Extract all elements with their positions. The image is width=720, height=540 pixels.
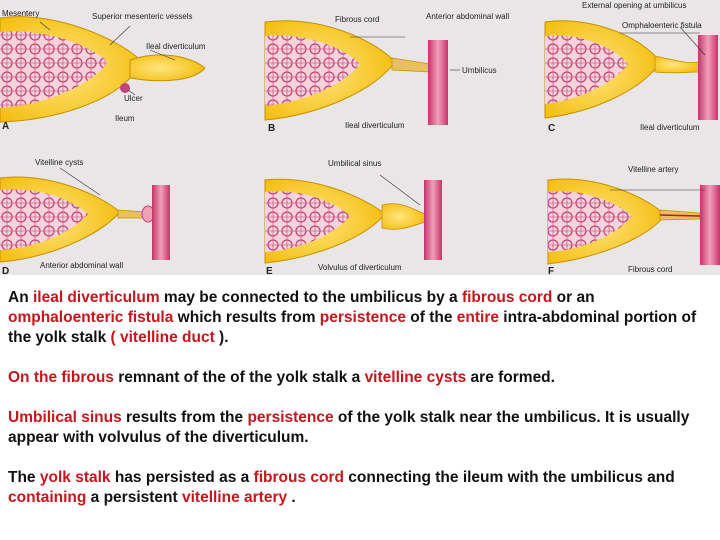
mesentery-vessels — [545, 35, 628, 105]
label-ileum: Ileum — [115, 114, 135, 123]
diverticulum-diagram: Mesentery Superior mesenteric vessels Il… — [0, 1, 720, 275]
text-run: which results from — [173, 309, 320, 326]
label-external-opening: External opening at umbilicus — [582, 1, 687, 10]
highlighted-term: vitelline cysts — [364, 369, 467, 386]
panel-letter-e: E — [266, 266, 273, 275]
text-run: or an — [552, 289, 595, 306]
highlighted-term: ( vitelline duct — [110, 329, 215, 346]
label-ileal-diverticulum-c: Ileal diverticulum — [640, 123, 700, 132]
volvulus-of-diverticulum — [381, 203, 426, 230]
label-anterior-abdominal-wall-d: Anterior abdominal wall — [40, 261, 123, 270]
label-anterior-abdominal-wall-b-text: Anterior abdominal wall — [426, 12, 509, 21]
vitelline-artery — [659, 214, 701, 217]
abdominal-wall — [424, 180, 442, 260]
mesentery-vessels — [265, 35, 360, 107]
text-run: may be connected to the umbilicus by a — [159, 289, 462, 306]
label-ulcer: Ulcer — [124, 94, 143, 103]
panel-e: Umbilical sinus Volvulus of diverticulum… — [264, 159, 442, 275]
abdominal-wall — [152, 185, 170, 260]
label-fibrous-cord-b: Fibrous cord — [335, 15, 379, 24]
highlighted-term: omphaloenteric fistula — [8, 309, 174, 326]
text-run: . — [287, 489, 296, 506]
text-run: results from the — [121, 409, 248, 426]
mesentery-vessels — [0, 31, 108, 108]
panel-letter-b: B — [268, 123, 275, 134]
diverticulum-figure: Mesentery Superior mesenteric vessels Il… — [0, 0, 720, 275]
panel-letter-a: A — [2, 121, 9, 132]
label-vitelline-artery: Vitelline artery — [628, 165, 679, 174]
label-ileal-diverticulum-b: Ileal diverticulum — [345, 121, 405, 130]
highlighted-term: persistence — [319, 309, 406, 326]
label-superior-mesenteric-vessels: Superior mesenteric vessels — [92, 12, 192, 21]
text-run: connecting the ileum with the umbilicus … — [343, 469, 675, 486]
panel-a: Mesentery Superior mesenteric vessels Il… — [0, 9, 206, 132]
label-volvulus: Volvulus of diverticulum — [318, 263, 402, 272]
highlighted-term: On the fibrous — [8, 369, 114, 386]
paragraph-3: Umbilical sinus results from the persist… — [8, 408, 714, 448]
text-run: a persistent — [86, 489, 182, 506]
label-ileal-diverticulum-a: Ileal diverticulum — [146, 42, 206, 51]
abdominal-wall — [698, 35, 718, 120]
paragraph-4: The yolk stalk has persisted as a fibrou… — [8, 468, 714, 508]
label-omphaloenteric-fistula: Omphaloenteric fistula — [622, 21, 702, 30]
highlighted-term: containing — [8, 489, 87, 506]
text-run: ). — [214, 329, 229, 346]
text-run: of the yolk stalk near the umbilicus. It… — [8, 409, 690, 446]
text-run: of the — [405, 309, 457, 326]
paragraph-1: An ileal diverticulum may be connected t… — [8, 288, 714, 348]
ileal-diverticulum — [129, 54, 206, 82]
highlighted-term: fibrous cord — [461, 289, 553, 306]
text-run: has persisted as a — [110, 469, 254, 486]
ulcer — [120, 83, 130, 93]
text-run: are formed. — [466, 369, 555, 386]
panel-b: Fibrous cord Anterior abdominal wall Umb… — [264, 12, 509, 134]
omphaloenteric-fistula — [654, 55, 701, 74]
explanatory-text: An ileal diverticulum may be connected t… — [8, 288, 714, 528]
label-umbilical-sinus: Umbilical sinus — [328, 159, 381, 168]
paragraph-2: On the fibrous remnant of the of the yol… — [8, 368, 714, 388]
mesentery-vessels — [265, 191, 350, 252]
text-run: remnant of the of the yolk stalk a — [113, 369, 365, 386]
label-umbilicus: Umbilicus — [462, 66, 497, 75]
panel-letter-d: D — [2, 266, 9, 275]
text-run: intra-abdominal portion of the yolk stal… — [8, 309, 697, 346]
highlighted-term: Umbilical sinus — [8, 409, 122, 426]
label-fibrous-cord-f: Fibrous cord — [628, 265, 672, 274]
panel-letter-c: C — [548, 123, 555, 134]
label-anterior-abdominal-wall-b: Anterior abdominal wall — [426, 12, 509, 21]
text-run: The — [8, 469, 40, 486]
label-mesentery: Mesentery — [2, 9, 39, 18]
panel-f: Vitelline artery Fibrous cord F — [547, 165, 720, 275]
highlighted-term: yolk stalk — [39, 469, 111, 486]
abdominal-wall — [428, 40, 448, 125]
highlighted-term: ileal diverticulum — [32, 289, 160, 306]
highlighted-term: vitelline artery — [181, 489, 288, 506]
text-run: An — [8, 289, 33, 306]
mesentery-vessels — [0, 189, 88, 250]
mesentery-vessels — [548, 191, 632, 252]
highlighted-term: entire — [456, 309, 499, 326]
label-vitelline-cysts: Vitelline cysts — [35, 158, 83, 167]
highlighted-term: persistence — [247, 409, 334, 426]
fibrous-cord — [117, 209, 146, 219]
highlighted-term: fibrous cord — [253, 469, 344, 486]
abdominal-wall — [700, 185, 720, 265]
panel-c: External opening at umbilicus Omphaloent… — [544, 1, 718, 134]
fibrous-cord — [391, 57, 431, 73]
panel-d: Vitelline cysts Anterior abdominal wall … — [0, 158, 170, 275]
panel-letter-f: F — [548, 266, 554, 275]
